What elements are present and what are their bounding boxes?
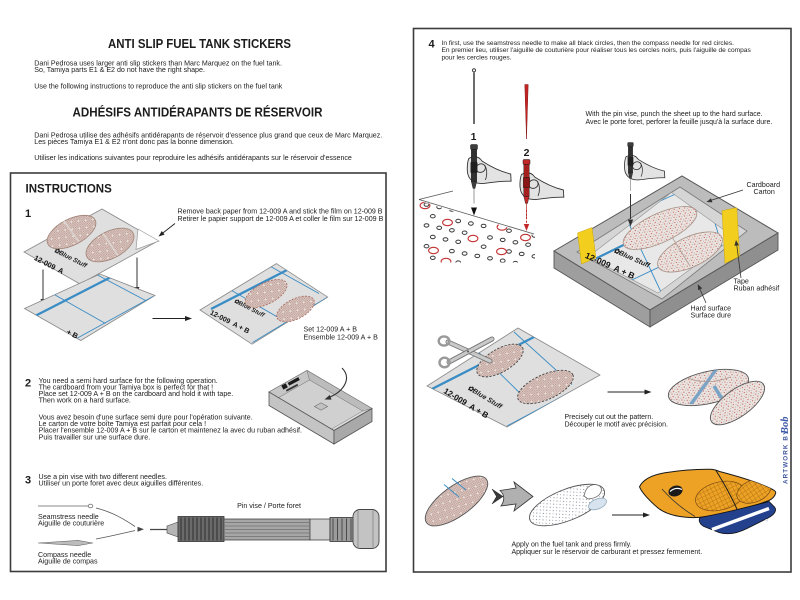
svg-text:ARTWORK BY: ARTWORK BY	[783, 430, 790, 484]
svg-text:Apply on the fuel tank and pre: Apply on the fuel tank and press firmly.	[512, 542, 632, 549]
svg-text:2: 2	[25, 378, 31, 390]
svg-text:Pin vise / Porte foret: Pin vise / Porte foret	[237, 502, 301, 510]
svg-text:Place set 12-009 A + B on the: Place set 12-009 A + B on the cardboard …	[39, 390, 234, 398]
svg-text:Then work on a hard surface.: Then work on a hard surface.	[39, 397, 131, 405]
svg-text:En premier lieu, utiliser l'ai: En premier lieu, utiliser l'aiguille de …	[442, 47, 752, 54]
svg-text:Appliquer sur le réservoir de: Appliquer sur le réservoir de carburant …	[512, 549, 703, 556]
svg-text:Avec le porte foret, perforer: Avec le porte foret, perforer la feuille…	[586, 119, 773, 126]
svg-text:ANTI SLIP FUEL TANK STICKERS: ANTI SLIP FUEL TANK STICKERS	[108, 36, 291, 51]
svg-text:4: 4	[429, 39, 436, 51]
svg-text:Découper le motif avec précisi: Découper le motif avec précision.	[565, 422, 669, 429]
svg-text:pour les cercles rouges.: pour les cercles rouges.	[442, 54, 512, 61]
svg-text:Puis travailler sur une surfac: Puis travailler sur une surface dure.	[39, 433, 151, 441]
svg-text:Cardboard: Cardboard	[747, 181, 781, 189]
svg-text:Ensemble 12-009 A + B: Ensemble 12-009 A + B	[304, 334, 379, 342]
svg-text:Hard surface: Hard surface	[691, 305, 732, 313]
svg-text:Bob: Bob	[780, 416, 791, 435]
svg-text:1: 1	[25, 208, 31, 220]
svg-text:Dani Pedrosa utilise des adhés: Dani Pedrosa utilise des adhésifs antidé…	[34, 131, 382, 139]
svg-text:Le carton de votre boîte Tamiy: Le carton de votre boîte Tamiya est parf…	[39, 420, 206, 428]
svg-text:Compass needle: Compass needle	[38, 551, 91, 559]
svg-text:Precisely cut out the pattern.: Precisely cut out the pattern.	[565, 414, 654, 421]
svg-text:Ruban adhésif: Ruban adhésif	[734, 284, 780, 292]
svg-text:The cardboard from your Tamiya: The cardboard from your Tamiya box is pe…	[39, 384, 214, 392]
svg-text:2: 2	[524, 147, 530, 159]
svg-text:Dani Pedrosa uses larger anti: Dani Pedrosa uses larger anti slip stick…	[34, 60, 282, 68]
svg-text:Surface dure: Surface dure	[691, 311, 732, 319]
svg-text:Set 12-009 A + B: Set 12-009 A + B	[304, 325, 358, 333]
svg-text:Aiguille de compas: Aiguille de compas	[38, 557, 98, 565]
svg-text:ADHÉSIFS ANTIDÉRAPANTS DE RÉSE: ADHÉSIFS ANTIDÉRAPANTS DE RÉSERVOIR	[73, 104, 323, 119]
svg-text:With the pin vise, punch the s: With the pin vise, punch the sheet up to…	[586, 111, 763, 118]
svg-text:In first, use the seamstress n: In first, use the seamstress needle to m…	[442, 40, 735, 47]
svg-text:Carton: Carton	[754, 188, 775, 196]
svg-text:Tape: Tape	[734, 278, 749, 286]
svg-text:Aiguille de couturière: Aiguille de couturière	[38, 519, 104, 527]
svg-text:INSTRUCTIONS: INSTRUCTIONS	[26, 184, 113, 196]
svg-text:Remove back paper from 12-009: Remove back paper from 12-009 A and stic…	[178, 207, 383, 215]
svg-text:Seamstress needle: Seamstress needle	[38, 513, 99, 521]
svg-text:So, Tamiya parts E1 & E2 do no: So, Tamiya parts E1 & E2 do not have the…	[34, 66, 205, 74]
svg-text:Retirer le papier support de 1: Retirer le papier support de 12-009 A et…	[178, 215, 384, 223]
svg-text:Vous avez besoin d'une surface: Vous avez besoin d'une surface semi dure…	[39, 414, 253, 422]
svg-text:You need a semi hard surface f: You need a semi hard surface for the fol…	[39, 377, 218, 385]
svg-text:Utiliser les indications suiva: Utiliser les indications suivantes pour …	[34, 154, 352, 162]
svg-text:Use the following instructions: Use the following instructions to reprod…	[34, 83, 282, 91]
svg-text:3: 3	[25, 475, 31, 487]
svg-text:Les pièces Tamiya E1 & E2 n'on: Les pièces Tamiya E1 & E2 n'ont donc pas…	[34, 138, 234, 146]
svg-text:Use a pin vise with two differ: Use a pin vise with two different needle…	[39, 473, 167, 481]
svg-text:1: 1	[471, 131, 477, 143]
svg-text:Placer l'ensemble 12-009 A + B: Placer l'ensemble 12-009 A + B sur le ca…	[39, 427, 302, 435]
svg-text:Utiliser un porte foret avec d: Utiliser un porte foret avec deux aiguil…	[39, 480, 204, 488]
